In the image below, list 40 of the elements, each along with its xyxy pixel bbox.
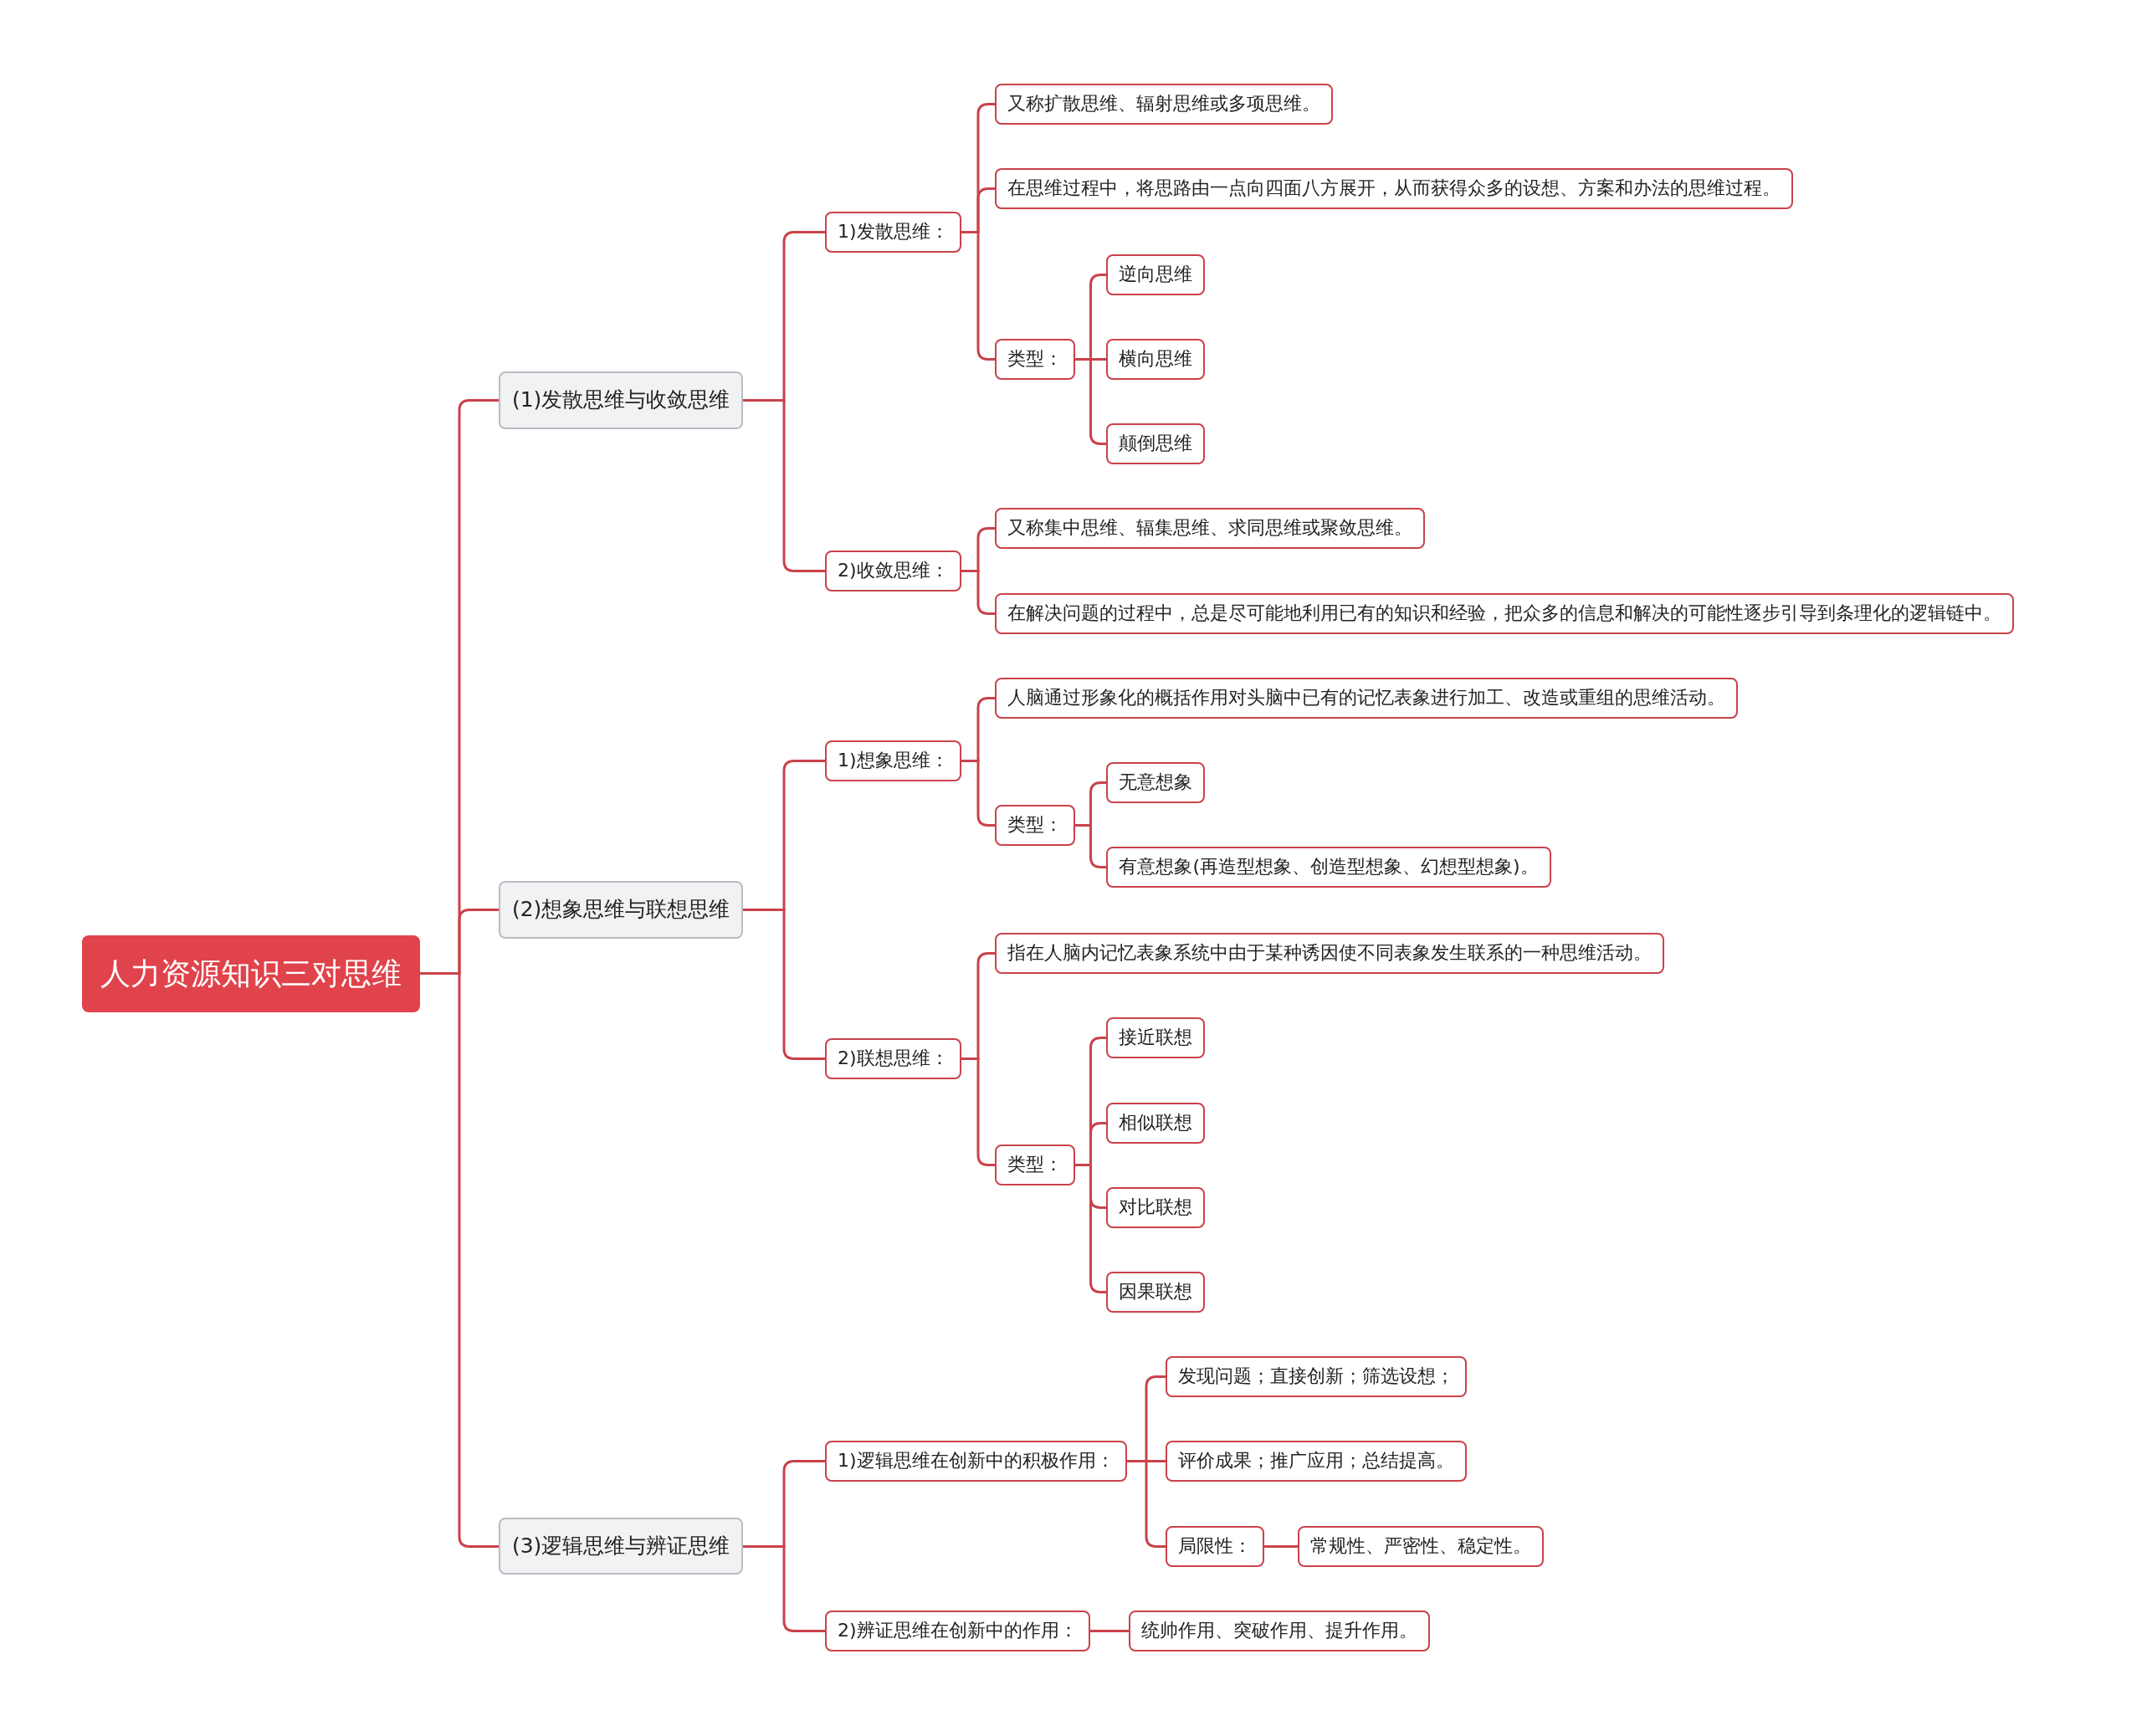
- connector-line: [1075, 1164, 1106, 1293]
- subtopic-box: 2)联想思维：: [825, 1037, 961, 1079]
- subtopic-box: 又称扩散思维、辐射思维或多项思维。: [994, 83, 1333, 125]
- subtopic-box: 在思维过程中，将思路由一点向四面八方展开，从而获得众多的设想、方案和办法的思维过程。: [994, 167, 1793, 209]
- connector-line: [1090, 1630, 1129, 1632]
- subtopic-box: 在解决问题的过程中，总是尽可能地利用已有的知识和经验，把众多的信息和解决的可能性逐步引导到条理化的逻辑链中。: [994, 592, 2014, 634]
- subtopic-box: 有意想象(再造型想象、创造型想象、幻想型想象)。: [1106, 847, 1551, 888]
- subtopic-box: 接近联想: [1106, 1017, 1206, 1059]
- main-topic-box: (2)想象思维与联想思维: [498, 881, 744, 939]
- subtopic-box: 类型：: [994, 338, 1075, 380]
- subtopic-box: 横向思维: [1106, 338, 1206, 380]
- subtopic-box: 1)想象思维：: [825, 740, 961, 781]
- subtopic-box: 评价成果；推广应用；总结提高。: [1165, 1441, 1467, 1483]
- connector-line: [1075, 824, 1106, 868]
- main-topic-box: (1)发散思维与收敛思维: [498, 371, 744, 429]
- central-topic-box: 人力资源知识三对思维: [81, 935, 420, 1012]
- subtopic-box: 类型：: [994, 804, 1075, 846]
- main-topic-box: (3)逻辑思维与辨证思维: [498, 1517, 744, 1575]
- subtopic-box: 发现问题；直接创新；筛选设想；: [1165, 1356, 1467, 1398]
- subtopic-box: 2)收敛思维：: [825, 550, 961, 591]
- connector-line: [1075, 358, 1106, 445]
- subtopic-box: 相似联想: [1106, 1102, 1206, 1144]
- subtopic-box: 类型：: [994, 1145, 1075, 1186]
- subtopic-box: 因果联想: [1106, 1272, 1206, 1313]
- subtopic-box: 1)发散思维：: [825, 212, 961, 253]
- subtopic-box: 人脑通过形象化的概括作用对头脑中已有的记忆表象进行加工、改造或重组的思维活动。: [994, 677, 1738, 719]
- subtopic-box: 2)辨证思维在创新中的作用：: [825, 1610, 1090, 1652]
- subtopic-box: 逆向思维: [1106, 253, 1206, 295]
- subtopic-box: 1)逻辑思维在创新中的积极作用：: [825, 1441, 1127, 1483]
- subtopic-box: 局限性：: [1165, 1525, 1264, 1567]
- subtopic-box: 常规性、严密性、稳定性。: [1298, 1525, 1544, 1567]
- subtopic-box: 又称集中思维、辐集思维、求同思维或聚敛思维。: [994, 508, 1425, 550]
- subtopic-box: 对比联想: [1106, 1186, 1206, 1228]
- connector-line: [743, 909, 825, 1060]
- subtopic-box: 指在人脑内记忆表象系统中由于某种诱因使不同表象发生联系的一种思维活动。: [994, 933, 1664, 975]
- subtopic-box: 颠倒思维: [1106, 423, 1206, 465]
- connector-line: [743, 1545, 825, 1632]
- connector-line: [1264, 1545, 1298, 1548]
- subtopic-box: 无意想象: [1106, 762, 1206, 803]
- subtopic-box: 统帅作用、突破作用、提升作用。: [1128, 1610, 1430, 1652]
